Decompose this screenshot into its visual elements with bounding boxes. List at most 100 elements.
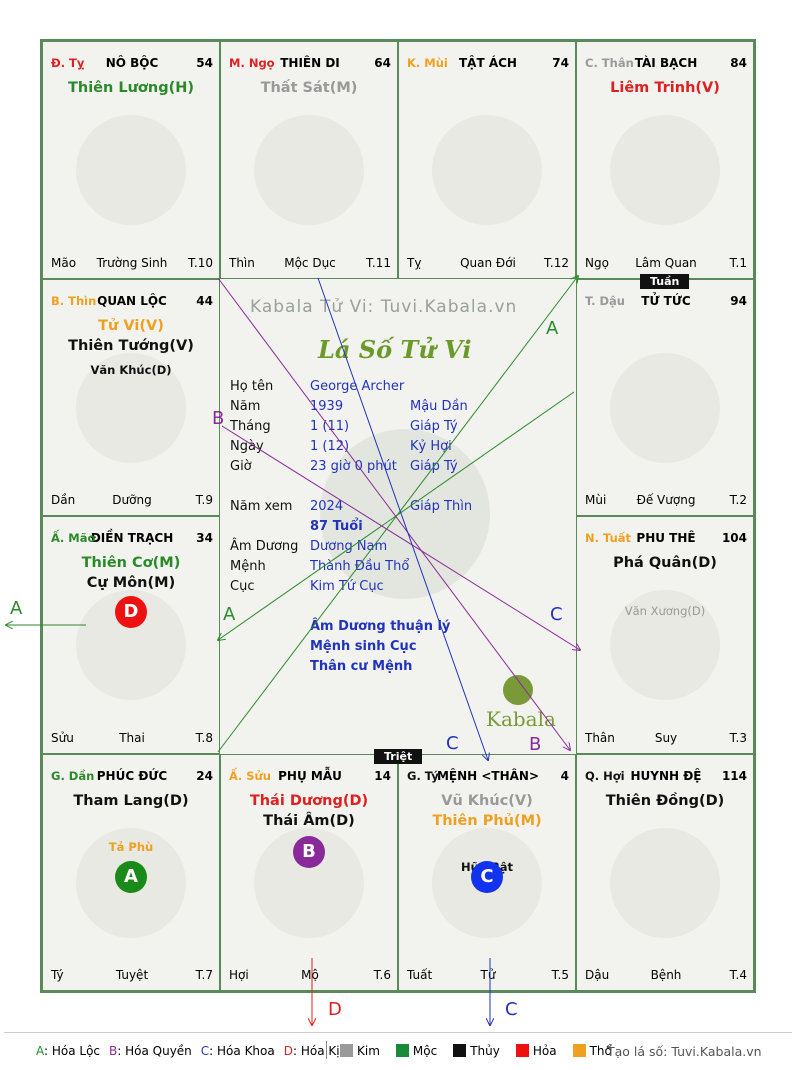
palace-name: QUAN LỘC (97, 294, 167, 308)
palace-age: 74 (552, 56, 569, 70)
info-value-2: Mậu Dần (410, 399, 468, 414)
main-star: Thất Sát(M) (260, 80, 358, 96)
element-swatch (572, 1044, 586, 1057)
main-star: Thiên Đồng(D) (605, 793, 725, 809)
info-value-2: Giáp Thìn (410, 499, 473, 514)
main-star: Liêm Trinh(V) (610, 80, 720, 96)
palace-stage: Mộ (301, 968, 319, 982)
palace-name: PHU THÊ (636, 531, 696, 545)
palace-stage: Dưỡng (112, 493, 152, 507)
palace-age: 64 (374, 56, 391, 70)
main-star: Cự Môn(M) (86, 575, 176, 591)
palace-stage: Tuyệt (115, 968, 149, 982)
tuan-tag: Tuần (640, 274, 690, 289)
palace-stars: Thất Sát(M) (221, 78, 397, 98)
palace-name: NÔ BỘC (105, 56, 159, 70)
element-swatch (340, 1044, 353, 1057)
palace-age: 114 (721, 769, 747, 783)
info-label: Giờ (230, 459, 252, 474)
info-value: 2024 (310, 499, 344, 514)
palace-age: 4 (560, 769, 569, 783)
palace-branch: Q. Hợi (585, 769, 625, 783)
info-value: Dương Nam (310, 539, 388, 554)
note: Mệnh sinh Cục (310, 639, 417, 654)
minor-star: Văn Xương(D) (624, 604, 706, 618)
info-label: Tháng (230, 419, 271, 434)
element-name: Kim (357, 1044, 380, 1058)
legend-text: : Hóa Lộc (44, 1044, 101, 1058)
chart-title: Lá Số Tử Vi (318, 335, 472, 364)
hoa-khoa-badge: C (471, 861, 503, 893)
dog-watermark-icon (610, 590, 720, 700)
main-star: Tham Lang(D) (73, 793, 189, 809)
legend-key: A (36, 1044, 44, 1058)
main-star: Phá Quân(D) (613, 555, 717, 571)
palace-stage: Đế Vượng (636, 493, 696, 507)
snake-watermark-icon (76, 115, 186, 225)
palace-month: T.4 (729, 968, 747, 982)
info-row: Năm xem 2024 Giáp Thìn (230, 499, 560, 517)
palace-stage: Lâm Quan (635, 256, 697, 270)
legend-text: : Hóa Quyền (117, 1044, 192, 1058)
palace-branch: Ấ. Mão (51, 531, 96, 545)
palace-foot-branch: Dậu (585, 968, 610, 982)
palace-month: T.1 (729, 256, 747, 270)
palace-branch: C. Thân (585, 56, 634, 70)
info-row: Tháng 1 (11) Giáp Tý (230, 419, 560, 437)
palace-age: 24 (196, 769, 213, 783)
palace-stage: Trường Sinh (96, 256, 168, 270)
palace-branch: N. Tuất (585, 531, 632, 545)
main-star: Thiên Cơ(M) (81, 555, 181, 571)
main-star: Vũ Khúc(V) (441, 793, 533, 809)
palace-branch: Đ. Tỵ (51, 56, 85, 70)
palace-age: 34 (196, 531, 213, 545)
info-value-2: Giáp Tý (410, 419, 458, 434)
info-value: Thành Đầu Thổ (310, 559, 410, 574)
palace-foot-branch: Mùi (585, 493, 607, 507)
main-star: Thiên Tướng(V) (68, 338, 194, 354)
palace-month: T.6 (373, 968, 391, 982)
palace-name: TẬT ÁCH (459, 56, 517, 70)
palace-branch: G. Tý (407, 769, 439, 783)
legend-key: D (283, 1044, 293, 1058)
palace-age: 44 (196, 294, 213, 308)
info-value: George Archer (310, 379, 405, 394)
triet-tag: Triệt (374, 749, 423, 764)
palace-name: TỬ TỨC (641, 294, 691, 308)
info-value-2: Kỷ Hợi (410, 439, 452, 454)
element-swatch (453, 1044, 467, 1057)
hoa-ki-badge: D (115, 596, 147, 628)
palace-name: MỆNH <THÂN> (436, 769, 540, 783)
footer-divider (4, 1032, 792, 1033)
info-label: Năm xem (230, 499, 293, 514)
info-label: Cục (230, 579, 255, 594)
palace-name: PHÚC ĐỨC (96, 769, 168, 783)
info-value: 1 (11) (310, 419, 350, 434)
main-star: Thái Âm(D) (263, 813, 355, 829)
info-label: Ngày (230, 439, 264, 454)
palace-stars: Thái Dương(D)Thái Âm(D) (221, 791, 397, 831)
palace-stars: Tử Vi(V)Thiên Tướng(V)Văn Khúc(D) (43, 316, 219, 378)
palace-stage: Quan Đới (460, 256, 516, 270)
site-footer: Tạo lá số: Tuvi.Kabala.vn (607, 1044, 762, 1059)
